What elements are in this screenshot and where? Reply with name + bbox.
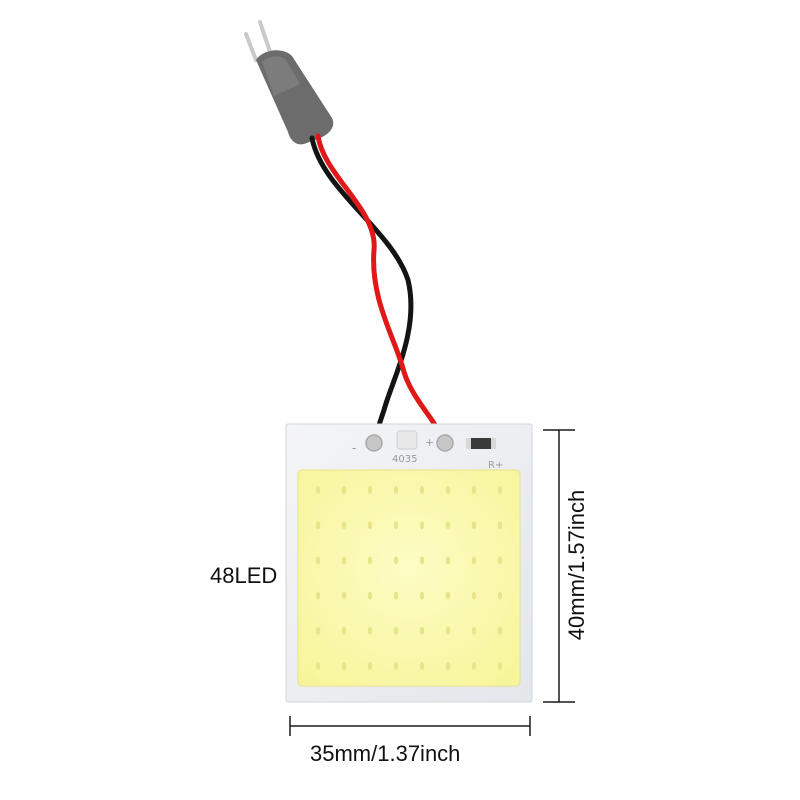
led-chip xyxy=(497,662,503,670)
led-chip xyxy=(497,556,503,565)
led-chip xyxy=(393,626,399,635)
led-chip xyxy=(341,556,347,565)
height-dimension-line xyxy=(543,429,575,703)
pcb-minus-mark: - xyxy=(352,441,356,455)
diode-component xyxy=(396,430,418,450)
led-chip xyxy=(471,662,477,670)
height-label: 40mm/1.57inch xyxy=(564,489,589,641)
width-label: 35mm/1.37inch xyxy=(310,741,461,766)
led-chip xyxy=(341,591,347,600)
red-wire xyxy=(315,133,447,443)
led-chip xyxy=(367,486,373,494)
led-chip xyxy=(393,486,399,494)
led-chip xyxy=(497,521,503,530)
led-chip xyxy=(445,626,451,635)
led-chip xyxy=(419,591,425,600)
resistor-component xyxy=(466,438,496,449)
black-wire xyxy=(309,135,414,443)
led-chip xyxy=(315,626,321,635)
led-chip xyxy=(315,662,321,670)
solder-pad-plus xyxy=(436,434,454,452)
led-chip xyxy=(445,662,451,670)
led-chip xyxy=(315,591,321,600)
led-chip xyxy=(445,591,451,600)
led-chip xyxy=(341,662,347,670)
solder-pad-minus xyxy=(365,434,383,452)
led-chip xyxy=(367,521,373,530)
led-chip xyxy=(341,521,347,530)
pcb-model-mark: 4035 xyxy=(392,454,417,465)
led-chip xyxy=(471,626,477,635)
led-chip xyxy=(471,521,477,530)
led-chip xyxy=(445,521,451,530)
led-chip xyxy=(393,556,399,565)
led-chip xyxy=(419,521,425,530)
led-chip xyxy=(315,521,321,530)
led-chip xyxy=(367,591,373,600)
led-chip xyxy=(315,556,321,565)
led-chip xyxy=(419,626,425,635)
led-count-label: 48LED xyxy=(210,563,278,588)
led-chip xyxy=(315,486,321,494)
led-chip xyxy=(497,591,503,600)
led-chip xyxy=(445,486,451,494)
led-chip xyxy=(341,626,347,635)
led-chip xyxy=(445,556,451,565)
pcb-plus-mark: + xyxy=(425,436,434,449)
led-chip xyxy=(419,662,425,670)
led-chip xyxy=(471,591,477,600)
connector-plug xyxy=(244,20,334,145)
cob-emitter xyxy=(297,469,521,687)
led-chip xyxy=(367,556,373,565)
led-chip xyxy=(367,662,373,670)
led-chip xyxy=(471,556,477,565)
pcb-resistor-mark: R+ xyxy=(488,460,503,471)
led-chip xyxy=(497,626,503,635)
led-chip xyxy=(393,591,399,600)
led-chip xyxy=(419,486,425,494)
led-chip xyxy=(419,556,425,565)
width-dimension-line xyxy=(289,716,531,736)
led-grid xyxy=(315,486,503,670)
led-chip xyxy=(341,486,347,494)
led-chip xyxy=(471,486,477,494)
led-chip xyxy=(393,662,399,670)
led-chip xyxy=(497,486,503,494)
led-chip xyxy=(393,521,399,530)
led-chip xyxy=(367,626,373,635)
